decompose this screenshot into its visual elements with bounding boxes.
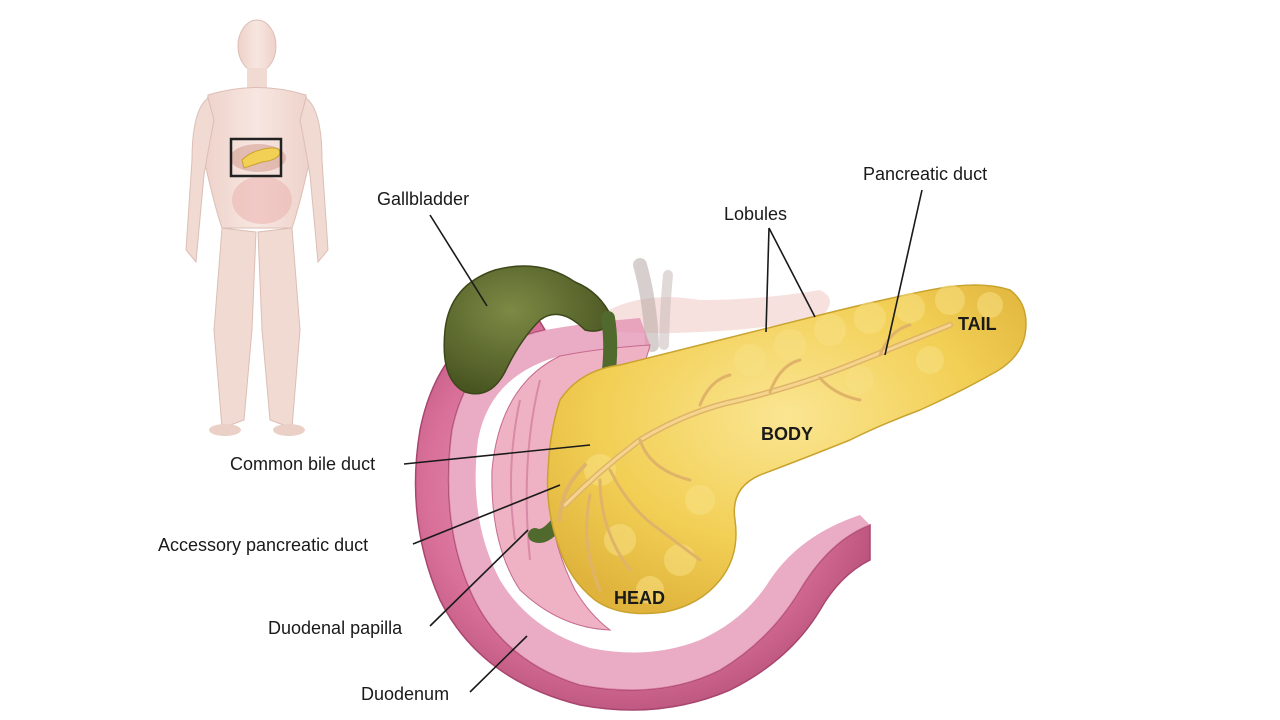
region-label-head: HEAD: [614, 588, 665, 608]
leader-accessory-pancreatic-duct: [412, 484, 561, 545]
locator-human-figure: [185, 19, 329, 436]
label-duodenal-papilla: Duodenal papilla: [268, 618, 403, 638]
label-lobules: Lobules: [724, 204, 787, 224]
leader-duodenum: [469, 635, 528, 693]
label-gallbladder: Gallbladder: [377, 189, 469, 209]
leader-gallbladder: [429, 214, 488, 307]
region-label-body: BODY: [761, 424, 813, 444]
stomach-outline: [600, 290, 830, 334]
leader-common-bile-duct: [403, 444, 591, 465]
label-common-bile-duct: Common bile duct: [230, 454, 375, 474]
leader-duodenal-papilla: [429, 529, 529, 627]
locator-box: [229, 137, 283, 178]
label-accessory-pancreatic-duct: Accessory pancreatic duct: [158, 535, 368, 555]
pancreatic-duct-tree: [558, 322, 953, 592]
leader-lobules-1: [765, 227, 770, 333]
region-label-tail: TAIL: [958, 314, 997, 334]
leader-lobules-2: [768, 227, 816, 318]
gallbladder-organ: [443, 265, 613, 395]
label-pancreatic-duct: Pancreatic duct: [863, 164, 987, 184]
label-duodenum: Duodenum: [361, 684, 449, 704]
leader-pancreatic-duct: [884, 189, 923, 356]
blood-vessels: [633, 258, 673, 352]
